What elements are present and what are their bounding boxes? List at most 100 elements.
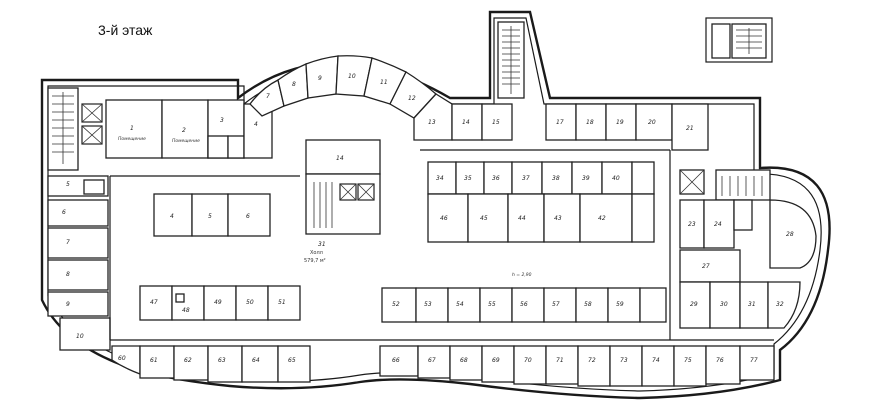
svg-text:9: 9	[318, 75, 322, 82]
svg-text:56: 56	[520, 301, 528, 308]
svg-text:72: 72	[588, 357, 596, 364]
svg-text:60: 60	[118, 355, 126, 362]
lower-right-rooms: 52 53 54 55 56 57 58 59	[381, 287, 667, 323]
top-arc-rooms: 7 8 9 10 11 12 13	[249, 55, 453, 141]
top-right-rooms: 14 15 17 18 19 20 21	[451, 103, 709, 151]
hall-number: 31	[318, 241, 326, 248]
svg-text:73: 73	[620, 357, 628, 364]
left-middle-rooms: 4 5 6	[153, 193, 271, 237]
svg-text:17: 17	[556, 119, 564, 126]
svg-text:62: 62	[184, 357, 192, 364]
svg-text:74: 74	[652, 357, 660, 364]
top-stair-tower	[497, 21, 525, 99]
svg-text:68: 68	[460, 357, 468, 364]
svg-text:51: 51	[278, 299, 286, 306]
lower-left-rooms: 47 48 49 50 51	[139, 285, 301, 321]
bottom-perimeter-rooms: 60 61 62 63 64 65 66 67 68 69 70 71 72 7…	[111, 345, 775, 387]
svg-text:76: 76	[716, 357, 724, 364]
left-wing: 5 6 7 8 9 10	[47, 87, 111, 351]
svg-text:65: 65	[288, 357, 296, 364]
svg-text:14: 14	[336, 155, 344, 162]
svg-text:7: 7	[266, 93, 270, 100]
svg-text:14: 14	[462, 119, 470, 126]
svg-text:Помещение: Помещение	[118, 136, 146, 142]
svg-text:3: 3	[220, 117, 224, 124]
hall-label: 31 Холл 579,7 м²	[304, 241, 326, 264]
svg-text:52: 52	[392, 301, 400, 308]
height-note: h = 2,90	[512, 272, 532, 278]
svg-text:19: 19	[616, 119, 624, 126]
top-left-rooms: 1 2 3 4 Помещение Помещение	[105, 99, 273, 159]
svg-text:42: 42	[598, 215, 606, 222]
svg-text:31: 31	[748, 301, 756, 308]
central-core: 14	[305, 139, 381, 235]
svg-text:6: 6	[246, 213, 250, 220]
svg-text:75: 75	[684, 357, 692, 364]
svg-text:8: 8	[66, 271, 70, 278]
svg-text:32: 32	[776, 301, 784, 308]
svg-text:46: 46	[440, 215, 448, 222]
svg-text:35: 35	[464, 175, 472, 182]
svg-text:64: 64	[252, 357, 260, 364]
svg-text:58: 58	[584, 301, 592, 308]
right-lower-rooms: 29 30 31 32	[679, 281, 801, 329]
floor-title: 3-й этаж	[98, 22, 153, 38]
svg-text:Помещение: Помещение	[172, 138, 200, 144]
svg-text:77: 77	[750, 357, 758, 364]
svg-text:23: 23	[688, 221, 696, 228]
svg-text:47: 47	[150, 299, 158, 306]
svg-text:44: 44	[518, 215, 526, 222]
svg-text:10: 10	[348, 73, 356, 80]
key-plan-inset	[705, 17, 773, 63]
svg-text:28: 28	[786, 231, 794, 238]
svg-text:48: 48	[182, 307, 190, 314]
svg-text:53: 53	[424, 301, 432, 308]
svg-text:67: 67	[428, 357, 436, 364]
svg-text:63: 63	[218, 357, 226, 364]
svg-text:21: 21	[686, 125, 694, 132]
svg-text:11: 11	[380, 79, 388, 86]
svg-text:55: 55	[488, 301, 496, 308]
svg-text:66: 66	[392, 357, 400, 364]
right-wing: 23 24 28 27	[679, 169, 817, 283]
svg-text:12: 12	[408, 95, 416, 102]
svg-text:34: 34	[436, 175, 444, 182]
svg-text:13: 13	[428, 119, 436, 126]
svg-text:29: 29	[690, 301, 698, 308]
svg-text:5: 5	[208, 213, 212, 220]
svg-text:36: 36	[492, 175, 500, 182]
svg-text:27: 27	[702, 263, 710, 270]
svg-text:7: 7	[66, 239, 70, 246]
svg-text:5: 5	[66, 181, 70, 188]
svg-text:45: 45	[480, 215, 488, 222]
svg-text:38: 38	[552, 175, 560, 182]
corridor-lines	[109, 149, 774, 341]
svg-text:49: 49	[214, 299, 222, 306]
svg-text:70: 70	[524, 357, 532, 364]
svg-text:4: 4	[254, 121, 258, 128]
svg-text:54: 54	[456, 301, 464, 308]
svg-text:57: 57	[552, 301, 560, 308]
svg-text:2: 2	[182, 127, 186, 134]
svg-text:24: 24	[714, 221, 722, 228]
hall-area: 579,7 м²	[304, 258, 326, 264]
svg-text:71: 71	[556, 357, 564, 364]
hall-name: Холл	[310, 250, 323, 256]
svg-text:18: 18	[586, 119, 594, 126]
building-outline	[40, 10, 831, 400]
svg-text:9: 9	[66, 301, 70, 308]
svg-text:15: 15	[492, 119, 500, 126]
center-right-rooms: 34 35 36 37 38 39 40 46 45 44 43 42	[427, 161, 655, 243]
svg-text:4: 4	[170, 213, 174, 220]
svg-text:30: 30	[720, 301, 728, 308]
svg-text:6: 6	[62, 209, 66, 216]
svg-text:37: 37	[522, 175, 530, 182]
svg-text:69: 69	[492, 357, 500, 364]
svg-text:61: 61	[150, 357, 158, 364]
svg-text:39: 39	[582, 175, 590, 182]
svg-text:50: 50	[246, 299, 254, 306]
svg-text:10: 10	[76, 333, 84, 340]
svg-text:40: 40	[612, 175, 620, 182]
svg-text:59: 59	[616, 301, 624, 308]
